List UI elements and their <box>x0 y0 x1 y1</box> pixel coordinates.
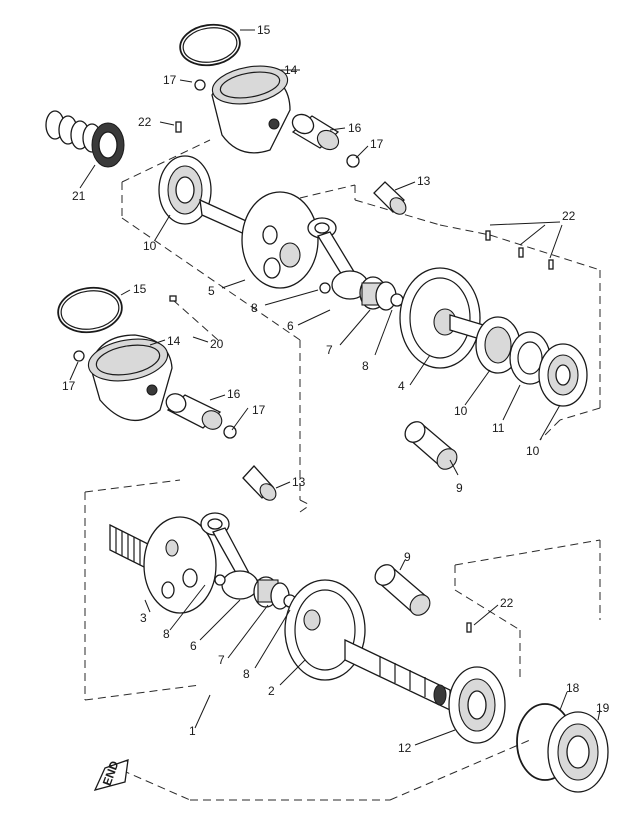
callout-8-lower-a: 8 <box>163 627 170 641</box>
callout-6-lower: 6 <box>190 639 197 653</box>
oil-seal-stack <box>45 110 125 168</box>
piston-pin-upper <box>291 113 340 151</box>
connecting-rod-lower <box>200 512 259 600</box>
needle-bearing-lower <box>253 576 290 610</box>
piston-ring-lower <box>57 286 123 334</box>
callout-10-upper-left: 10 <box>143 239 157 253</box>
callout-14-upper: 14 <box>284 63 298 77</box>
callout-14-lower: 14 <box>167 334 181 348</box>
piston-pin-clip <box>194 79 206 91</box>
small-end-bearing-upper <box>373 181 407 215</box>
piston-pin-lower <box>165 393 223 430</box>
callout-4: 4 <box>398 379 405 393</box>
callout-10-mid: 10 <box>454 404 468 418</box>
piston-ring-upper <box>179 23 241 67</box>
dowel-pin <box>466 622 472 633</box>
callout-21: 21 <box>72 189 86 203</box>
callout-17-upper-left: 17 <box>163 73 177 87</box>
bearing-mid <box>475 316 521 374</box>
callout-9-lower: 9 <box>404 550 411 564</box>
crank-half-4 <box>399 267 501 369</box>
small-end-bearing-lower <box>242 465 277 501</box>
dowel-pin <box>169 295 177 302</box>
callout-22-lower: 22 <box>500 596 514 610</box>
callout-13-upper: 13 <box>417 174 431 188</box>
callout-10-right: 10 <box>526 444 540 458</box>
callout-22-upper-left: 22 <box>138 115 152 129</box>
callout-17-lower-left: 17 <box>62 379 76 393</box>
main-bearing-12 <box>448 666 506 744</box>
dowel-pin <box>548 259 554 270</box>
crank-half-2 <box>284 579 451 712</box>
callout-19: 19 <box>596 701 610 715</box>
callout-2: 2 <box>268 684 275 698</box>
callout-5: 5 <box>208 284 215 298</box>
callout-15-lower: 15 <box>133 282 147 296</box>
pin-20-line <box>172 299 219 341</box>
callout-13-lower: 13 <box>292 475 306 489</box>
callout-16-lower: 16 <box>227 387 241 401</box>
leader-lines <box>69 29 601 746</box>
bearing-right <box>538 343 588 407</box>
callout-18: 18 <box>566 681 580 695</box>
callout-numbers: 15 14 17 16 17 22 21 13 10 22 5 8 6 7 8 … <box>62 23 610 755</box>
callout-11: 11 <box>492 421 505 435</box>
callout-9-mid: 9 <box>456 481 463 495</box>
needle-bearing-upper <box>359 276 397 311</box>
callout-17-upper-right: 17 <box>370 137 384 151</box>
callout-17-lower-right: 17 <box>252 403 266 417</box>
callout-8-upper-b: 8 <box>362 359 369 373</box>
piston-lower <box>87 334 173 422</box>
callout-1: 1 <box>189 724 196 738</box>
crank-pin-mid <box>404 421 458 470</box>
washer <box>319 282 331 294</box>
lower-assembly-boundary <box>84 479 601 801</box>
callout-8-lower-b: 8 <box>243 667 250 681</box>
callout-8-upper-a: 8 <box>251 301 258 315</box>
oil-seal-19 <box>547 711 609 793</box>
callout-7-upper: 7 <box>326 343 333 357</box>
callout-16-upper: 16 <box>348 121 362 135</box>
callout-20: 20 <box>210 337 224 351</box>
callout-3: 3 <box>140 611 147 625</box>
dowel-pin <box>175 121 182 133</box>
crank-half-5 <box>199 191 319 289</box>
callout-6-upper: 6 <box>287 319 294 333</box>
end-marker: END <box>93 759 129 791</box>
bearing-upper-left <box>158 155 212 225</box>
piston-upper <box>211 65 291 154</box>
callout-15-upper: 15 <box>257 23 271 37</box>
crank-pin-lower <box>374 564 431 616</box>
callout-7-lower: 7 <box>218 653 225 667</box>
dowel-pin <box>485 230 491 241</box>
piston-pin-clip <box>73 350 85 362</box>
callout-12: 12 <box>398 741 412 755</box>
callout-22-upper-right: 22 <box>562 209 576 223</box>
crank-half-3 <box>109 516 217 614</box>
dowel-pin <box>518 247 524 258</box>
washer <box>214 574 226 586</box>
connecting-rod-upper <box>307 217 369 300</box>
